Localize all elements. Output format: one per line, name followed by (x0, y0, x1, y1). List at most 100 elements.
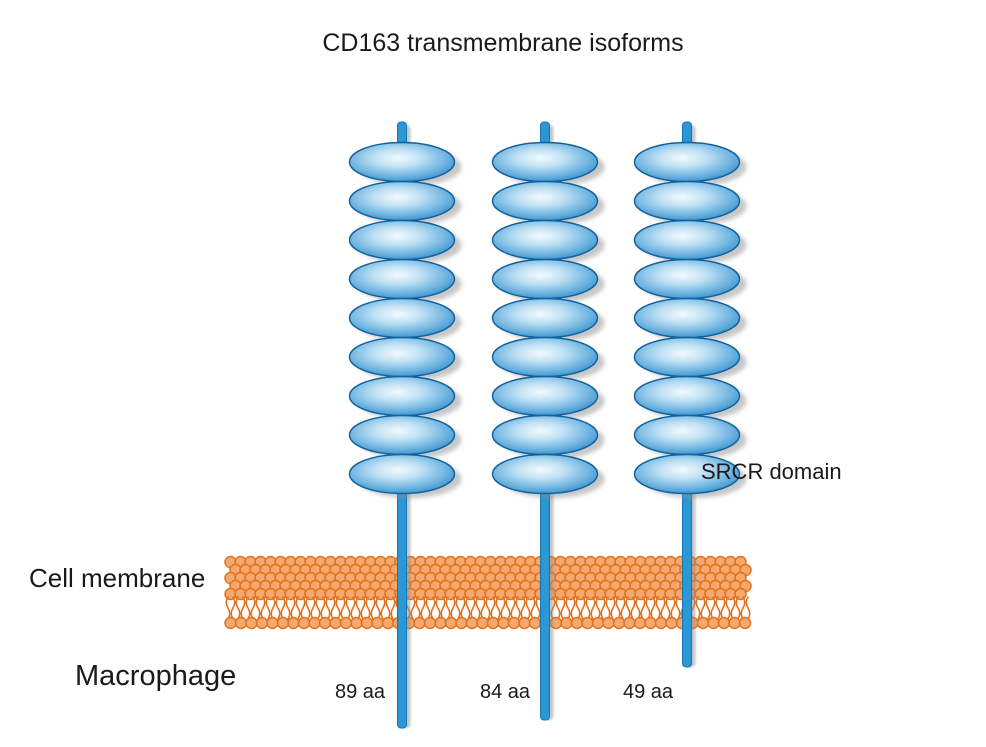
lipid-tail (485, 596, 491, 620)
lipid-head (255, 616, 269, 630)
lipid-head (518, 616, 531, 630)
lipid-head (717, 616, 731, 630)
lipid-tail (670, 596, 676, 620)
srcr-domain-ellipse (491, 297, 599, 339)
lipid-head (371, 616, 384, 630)
lipid-tail (385, 596, 391, 620)
srcr-domain-ellipse (348, 453, 456, 495)
lipid-tail (740, 596, 746, 620)
lipid-head (455, 616, 468, 630)
lipid-tail (720, 596, 726, 620)
lipid-head (497, 616, 510, 630)
lipid-tail (360, 596, 366, 620)
lipid-tail (430, 596, 436, 620)
srcr-domain-ellipse (633, 219, 741, 261)
isoform-column-3 (633, 121, 747, 668)
lipid-tail (280, 596, 286, 620)
srcr-domain-ellipse (348, 219, 456, 261)
page-title: CD163 transmembrane isoforms (322, 29, 684, 57)
lipid-tail (570, 596, 576, 620)
lipid-tail (585, 596, 591, 620)
lipid-tail (330, 596, 336, 620)
srcr-domain-ellipse (633, 297, 741, 339)
lipid-tail (335, 596, 341, 620)
lipid-tail (315, 596, 321, 620)
srcr-domain-ellipse (491, 453, 599, 495)
srcr-domain-ellipse (348, 414, 456, 456)
srcr-domain-ellipse (491, 258, 599, 300)
isoform-column-2 (491, 121, 605, 721)
lipid-tail (310, 596, 316, 620)
lipid-tail (630, 596, 636, 620)
lipid-tail (450, 596, 456, 620)
lipid-tail (505, 596, 511, 620)
lipid-tail (355, 596, 361, 620)
srcr-domain-ellipse (491, 180, 599, 222)
isoform-column-1 (348, 121, 462, 729)
lipid-tail (710, 596, 716, 620)
srcr-domain-ellipse (633, 141, 741, 183)
lipid-tail (560, 596, 566, 620)
lipid-tail (455, 596, 461, 620)
lipid-head (224, 616, 237, 630)
lipid-tail (225, 596, 231, 620)
lipid-head (297, 616, 311, 630)
lipid-tail (240, 596, 246, 620)
lipid-tail (465, 596, 471, 620)
lipid-tail (535, 596, 541, 620)
srcr-domain-ellipse (633, 336, 741, 378)
lipid-head (623, 616, 636, 630)
srcr-domain-ellipse (348, 141, 456, 183)
lipid-tail (325, 596, 331, 620)
lipid-tail (250, 596, 256, 620)
srcr-domain-ellipse (491, 219, 599, 261)
lipid-tail (475, 596, 481, 620)
lipid-tail (530, 596, 536, 620)
srcr-domain-ellipse (348, 180, 456, 222)
lipid-tail (615, 596, 621, 620)
lipid-tail (260, 596, 266, 620)
lipid-tail (625, 596, 631, 620)
srcr-domain-ellipse (633, 375, 741, 417)
lipid-head (507, 616, 521, 630)
lipid-head (329, 616, 342, 630)
cell-membrane-label: Cell membrane (29, 563, 206, 593)
macrophage-label: Macrophage (75, 660, 237, 692)
lipid-tail (725, 596, 731, 620)
lipid-head (570, 616, 584, 630)
srcr-domain-label: SRCR domain (701, 459, 842, 484)
srcr-domain-ellipse (491, 375, 599, 417)
srcr-domain-ellipse (491, 414, 599, 456)
lipid-tail (350, 596, 356, 620)
lipid-tail (620, 596, 626, 620)
lipid-tail (265, 596, 271, 620)
lipid-head (738, 616, 752, 630)
lipid-tail (580, 596, 586, 620)
cell-membrane-band (224, 555, 752, 630)
lipid-head (665, 616, 678, 630)
lipid-head (560, 616, 573, 630)
lipid-tail (375, 596, 381, 620)
lipid-tail (675, 596, 681, 620)
lipid-tail (650, 596, 656, 620)
lipid-tail (640, 596, 646, 620)
lipid-tail (655, 596, 661, 620)
lipid-tail (635, 596, 641, 620)
lipid-head (234, 616, 248, 630)
lipid-head (360, 616, 374, 630)
lipid-tail (460, 596, 466, 620)
lipid-tail (320, 596, 326, 620)
lipid-tail (705, 596, 711, 620)
lipid-tail (290, 596, 296, 620)
srcr-domain-ellipse (491, 141, 599, 183)
lipid-tail (520, 596, 526, 620)
lipid-tail (715, 596, 721, 620)
lipid-head (444, 616, 458, 630)
lipid-head (602, 616, 615, 630)
lipid-head (381, 616, 395, 630)
lipid-tail (565, 596, 571, 620)
lipid-head (696, 616, 710, 630)
lipid-head (413, 616, 426, 630)
lipid-head (350, 616, 363, 630)
